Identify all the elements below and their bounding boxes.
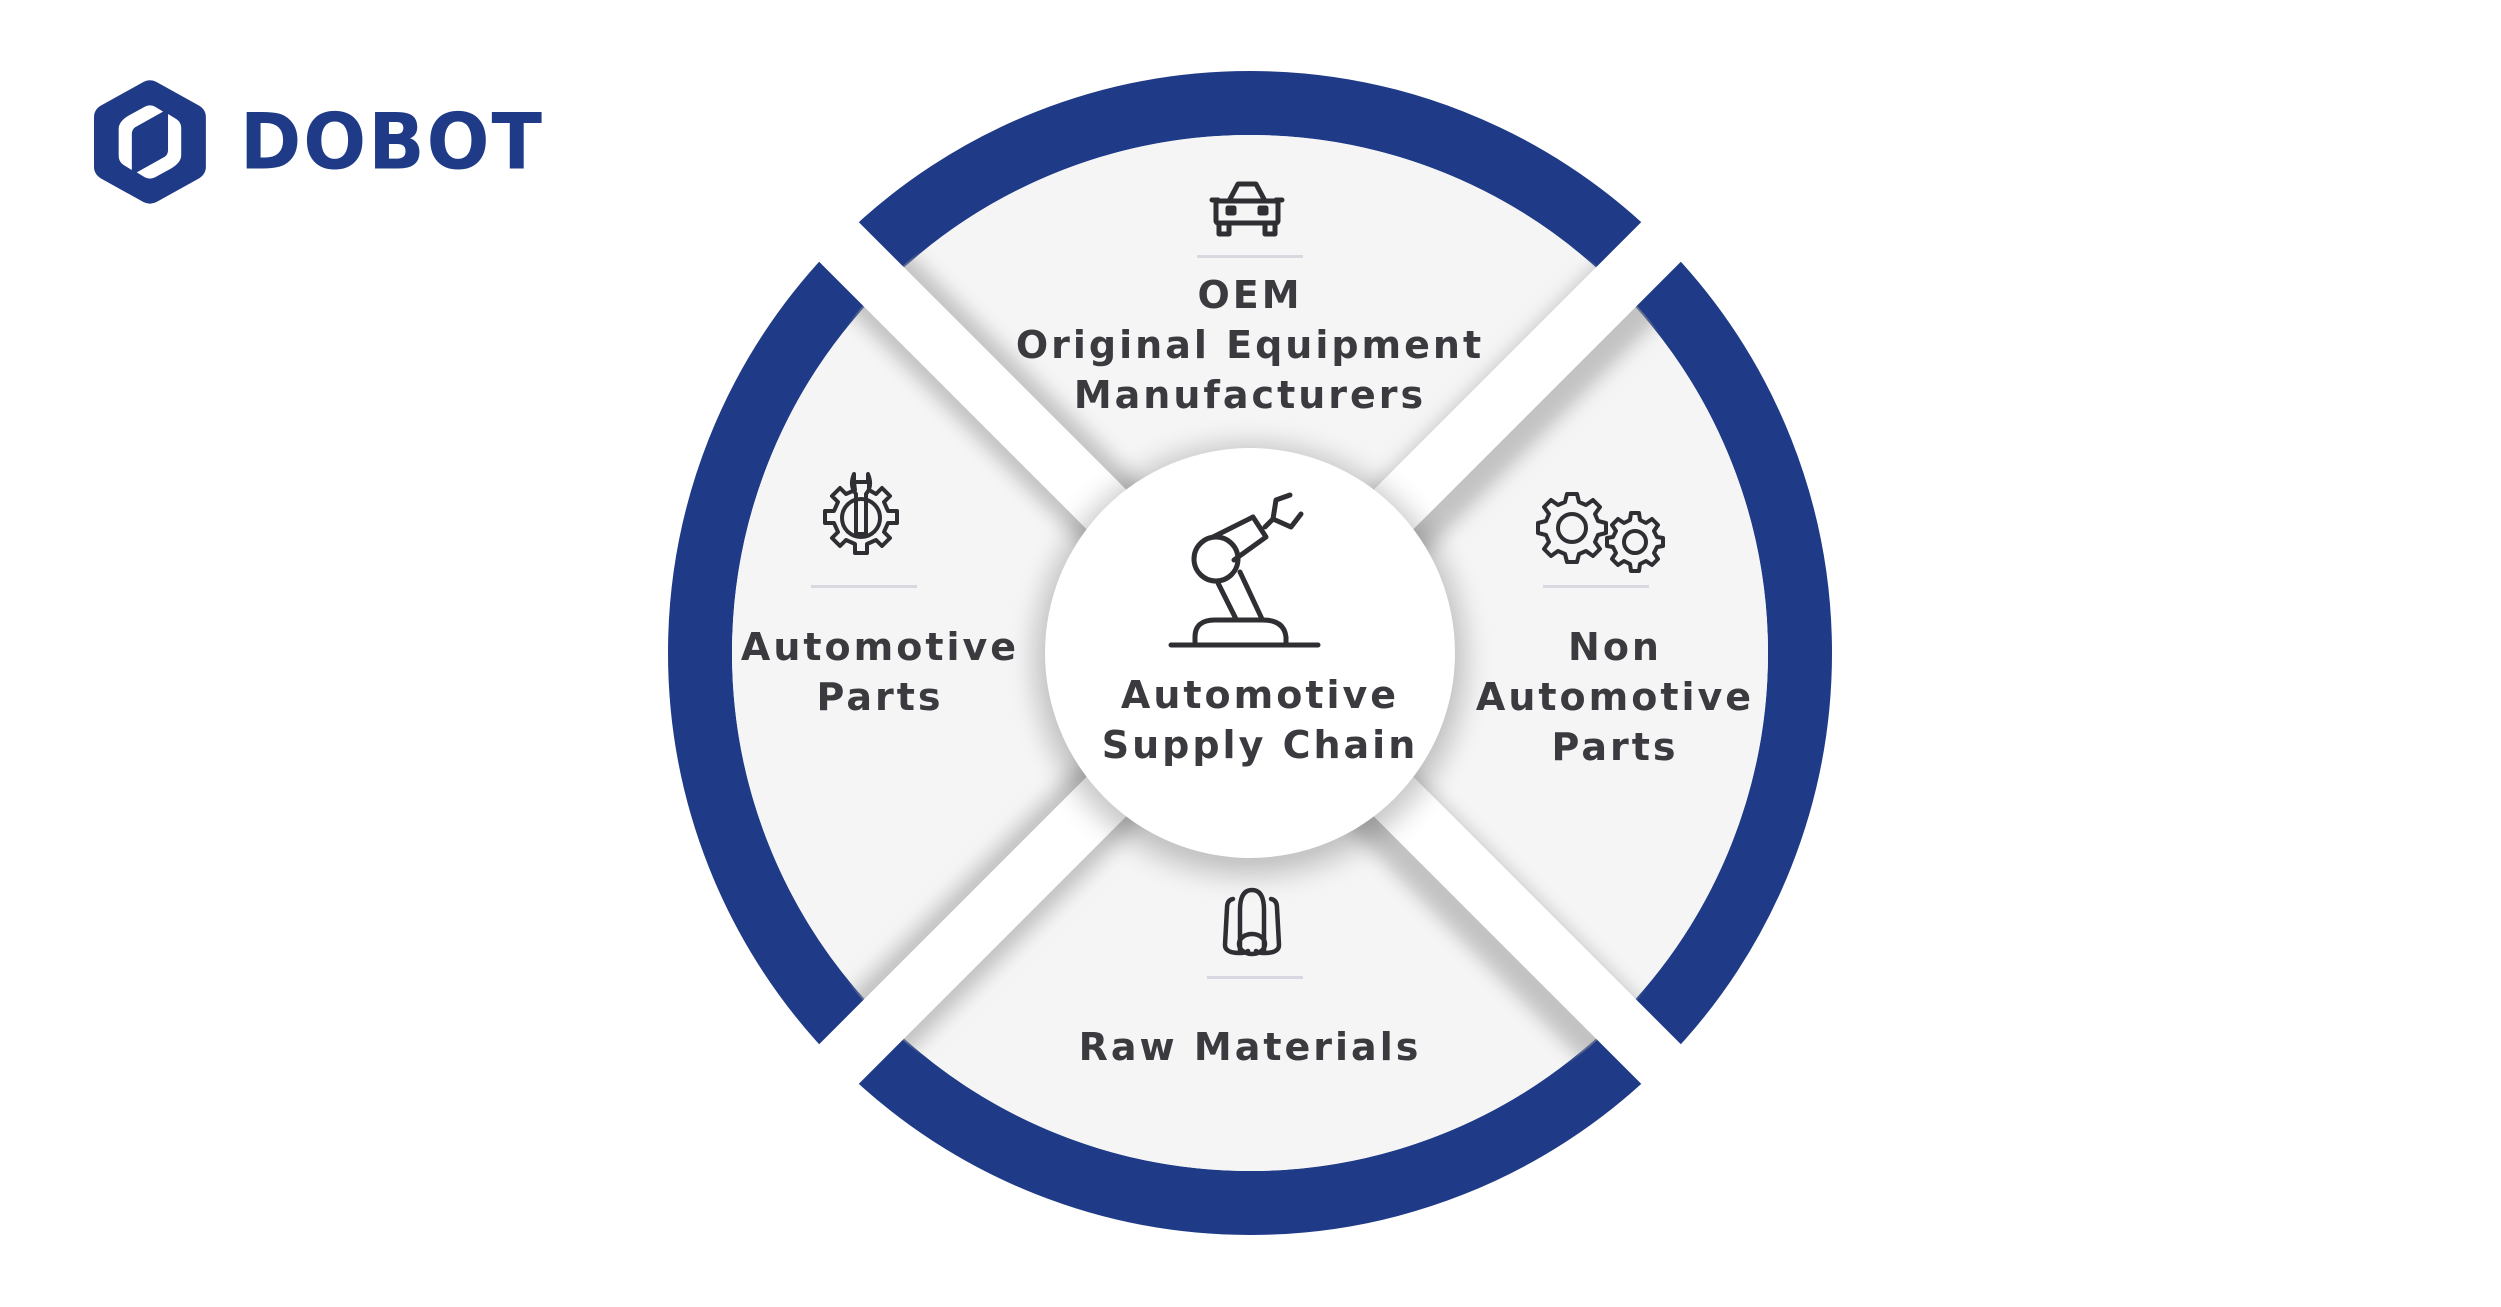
center-label: Automotive Supply Chain bbox=[1060, 670, 1460, 770]
segment-label-line: Parts bbox=[1551, 725, 1679, 769]
segment-label-line: Manufacturers bbox=[1073, 373, 1427, 417]
segment-label-line: Automotive bbox=[740, 625, 1020, 669]
car-icon bbox=[1209, 181, 1285, 237]
dobot-wordmark: DOBOT bbox=[239, 96, 544, 188]
segment-label-left: Automotive Parts bbox=[730, 622, 1030, 722]
dobot-hexagon-icon bbox=[94, 80, 206, 204]
divider-left bbox=[811, 585, 917, 588]
raw-materials-rolls-icon bbox=[1222, 887, 1282, 957]
gear-wrench-icon bbox=[823, 472, 899, 555]
divider-top bbox=[1197, 255, 1303, 258]
segment-label-line: Parts bbox=[816, 675, 944, 719]
segment-label-line: Raw Materials bbox=[1078, 1025, 1422, 1069]
robot-arm-icon bbox=[1168, 492, 1321, 648]
segment-label-right: Non Automotive Parts bbox=[1465, 622, 1765, 772]
segment-label-line: Non bbox=[1568, 625, 1662, 669]
center-label-line: Supply Chain bbox=[1101, 723, 1419, 767]
gears-icon bbox=[1536, 492, 1665, 573]
divider-right bbox=[1543, 585, 1649, 588]
segment-label-top: OEM Original Equipment Manufacturers bbox=[1000, 270, 1500, 420]
center-label-line: Automotive bbox=[1120, 673, 1400, 717]
outer-ring bbox=[668, 71, 1832, 1235]
segment-label-line: Automotive bbox=[1475, 675, 1755, 719]
center-circle bbox=[1045, 448, 1455, 858]
segment-label-bottom: Raw Materials bbox=[1000, 1022, 1500, 1072]
dobot-logo: DOBOT bbox=[94, 66, 544, 218]
segment-label-line: OEM bbox=[1197, 273, 1303, 317]
segment-label-line: Original Equipment bbox=[1015, 323, 1485, 367]
divider-bottom bbox=[1207, 976, 1303, 979]
